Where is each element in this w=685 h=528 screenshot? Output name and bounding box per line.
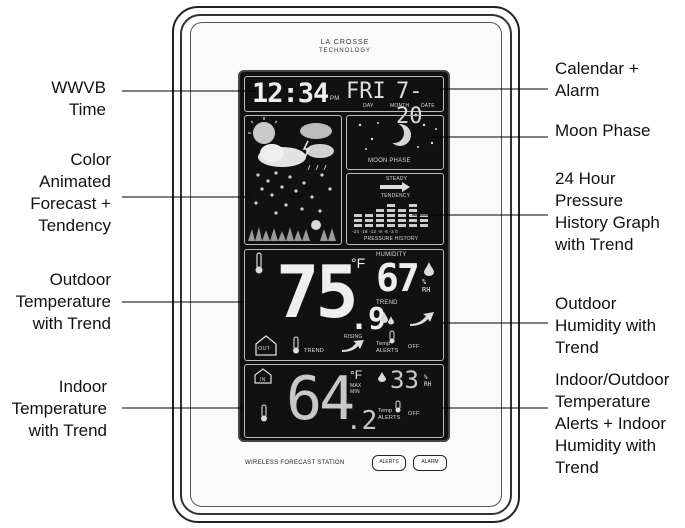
snow-flakes-icon [254,171,332,215]
grass-icon [248,227,336,241]
date-label: DATE [421,103,435,109]
time-calendar-panel [244,76,444,112]
pressure-panel [346,173,444,245]
rising-label: RISING [344,334,363,340]
indoor-temp-unit: °F [350,368,363,382]
moon-phase-graphic [358,122,437,150]
callout-alerts: Indoor/Outdoor Temperature Alerts + Indo… [555,370,670,477]
month-label: MONTH [390,103,410,109]
alarm-button[interactable]: ALARM [413,455,447,471]
tendency-label: TENDENCY [381,193,411,199]
humidity-trend-arrow-icon [410,312,434,326]
indoor-humidity-value: 33 [390,366,419,394]
outdoor-humidity-value: 67 [376,256,420,300]
indoor-temp-value: 64 [286,364,355,434]
indoor-humidity-unit: % RH [424,374,432,388]
outdoor-temp-unit: °F [351,255,366,271]
indoor-thermometer-icon [261,404,267,422]
trend-thermometer-icon [293,336,299,354]
outdoor-humidity-unit: % RH [422,278,431,294]
flower-icon [311,220,321,230]
out-label: OUT [258,346,271,352]
callout-pressure: 24 Hour Pressure History Graph with Tren… [555,169,660,254]
pressure-ticks: -24 -18 -12 -9 -6 -3 0 [352,229,398,234]
stars-icon [358,122,437,150]
max-min-label: MAX MIN [350,383,362,395]
alert-thermometer-icon [389,330,395,344]
indoor-humidity-drop-icon [378,372,386,382]
storm-cloud-icon [300,123,332,139]
callout-calendar-alarm: Calendar + Alarm [555,59,639,100]
in-label: IN [260,377,266,383]
callout-outdoor-temp: Outdoor Temperature with Trend [15,270,111,333]
callout-moon-phase: Moon Phase [555,121,651,140]
humidity-drop-icon [424,262,434,276]
indoor-alert-thermometer-icon [395,400,401,413]
outdoor-temp-value: 75 [276,250,359,334]
brand-logo: LA CROSSE TECHNOLOGY [300,38,390,56]
brand-line-2: TECHNOLOGY [318,48,371,54]
tendency-arrow-icon [380,182,410,192]
outdoor-panel [244,249,444,361]
callout-outdoor-humidity: Outdoor Humidity with Trend [555,294,657,357]
rain-drops-icon [307,164,327,171]
alerts-button[interactable]: ALERTS [372,455,406,471]
forecast-panel [244,115,342,245]
moon-phase-panel [346,115,444,170]
humidity-label: HUMIDITY [376,252,407,258]
indoor-temp-alerts-label: Temp ALERTS [378,408,401,421]
callout-indoor-temp: Indoor Temperature with Trend [11,377,107,440]
humidity-drops-icon [380,312,394,325]
day-display: FRI [346,79,386,104]
indoor-alerts-off: OFF [408,411,420,417]
steady-label: STEADY [386,176,408,182]
in-house-icon [254,368,272,384]
station-label: WIRELESS FORECAST STATION [245,460,345,466]
sun-icon [253,122,275,144]
pm-indicator: PM [330,96,340,102]
lightning-icon [302,140,311,158]
indoor-panel [244,364,444,438]
moon-phase-label: MOON PHASE [368,158,411,164]
time-display: 12:34 [252,78,329,109]
lcd-screen: 12:34 PM FRI 7-20 DAY MONTH DATE [238,70,450,442]
brand-line-1: LA CROSSE [320,39,370,46]
callout-wwvb-time: WWVB Time [51,78,106,119]
temp-trend-arrow-icon [342,340,364,352]
rain-cloud-icon [306,144,334,158]
outdoor-temp-alerts-label: Temp ALERTS [376,341,399,354]
humidity-trend-label: TREND [376,300,398,306]
outdoor-alerts-off: OFF [408,344,420,350]
pressure-history-label: PRESSURE HISTORY [364,236,419,242]
outdoor-thermometer-icon [255,252,263,274]
temp-trend-label: TREND [304,348,324,354]
callout-forecast: Color Animated Forecast + Tendency [30,150,111,235]
out-house-icon [255,335,277,356]
device-frame-middle [180,14,512,515]
forecast-animation [248,117,336,241]
indoor-temp-decimal: .2 [346,406,378,436]
day-label: DAY [363,103,374,109]
